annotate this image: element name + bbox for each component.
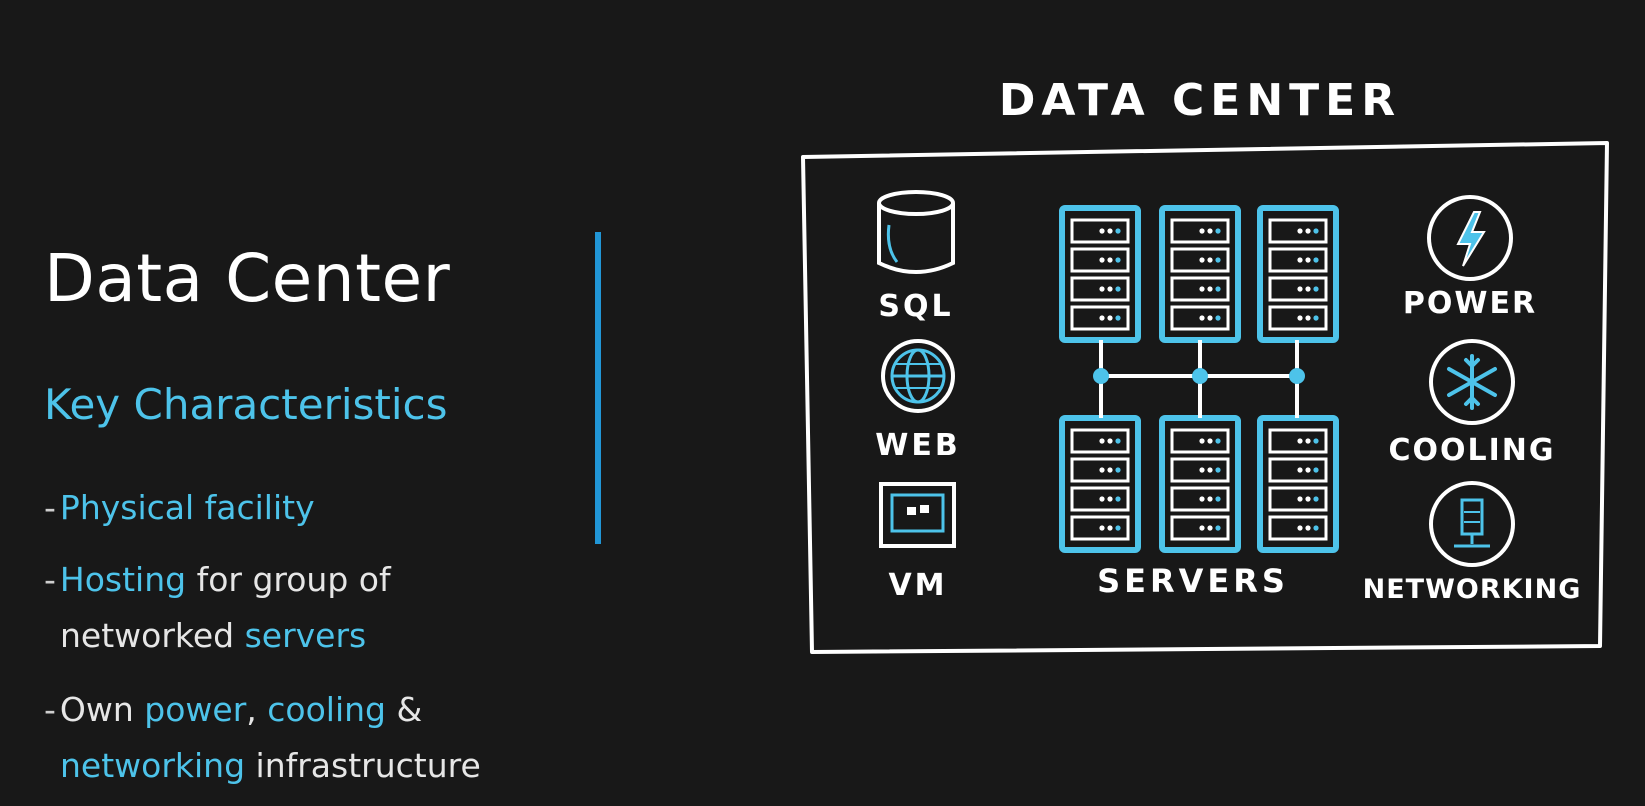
slide-title: Data Center bbox=[44, 240, 451, 317]
sql-label: SQL bbox=[878, 289, 953, 324]
server-rack-icon bbox=[1257, 205, 1339, 343]
vertical-divider bbox=[595, 232, 601, 544]
cooling-label: COOLING bbox=[1388, 433, 1555, 468]
highlighted-term: Hosting bbox=[59, 560, 187, 599]
bullet-text: , bbox=[246, 690, 268, 729]
globe-icon bbox=[881, 339, 955, 413]
power-label: POWER bbox=[1403, 286, 1537, 321]
bullet-dash: - bbox=[44, 488, 56, 527]
highlighted-term: cooling bbox=[267, 690, 387, 729]
bullet-item: -Own power, cooling & networking infrastr… bbox=[44, 682, 481, 794]
diagram-heading: DATA CENTER bbox=[999, 75, 1401, 126]
interconnect-nodes bbox=[1093, 368, 1305, 384]
bullet-text: infrastructure bbox=[245, 746, 481, 785]
bullet-text: networked bbox=[60, 616, 245, 655]
data-center-box bbox=[801, 141, 1609, 654]
server-rack-icon bbox=[1159, 415, 1241, 553]
highlighted-term: servers bbox=[244, 616, 367, 655]
web-label: WEB bbox=[875, 428, 960, 463]
server-rack-icon bbox=[1159, 205, 1241, 343]
bullet-item: -Physical facility bbox=[44, 480, 315, 536]
bullet-text: for group of bbox=[186, 560, 391, 599]
server-rack-icon bbox=[1059, 205, 1141, 343]
bullet-text: & bbox=[386, 690, 423, 729]
bullet-continuation: networking infrastructure bbox=[44, 738, 481, 794]
lightning-icon bbox=[1427, 195, 1513, 281]
server-rack-icon bbox=[1257, 415, 1339, 553]
bullet-dash: - bbox=[44, 560, 56, 599]
snowflake-icon bbox=[1429, 339, 1515, 425]
bullet-text: Own bbox=[59, 690, 145, 729]
highlighted-term: networking bbox=[60, 746, 246, 785]
vm-icon bbox=[879, 482, 956, 548]
bullet-dash: - bbox=[44, 690, 56, 729]
database-icon bbox=[877, 190, 955, 274]
network-server-icon bbox=[1429, 481, 1515, 567]
slide-subtitle: Key Characteristics bbox=[44, 380, 448, 429]
servers-label: SERVERS bbox=[1097, 562, 1289, 600]
highlighted-term: power bbox=[144, 690, 247, 729]
server-rack-icon bbox=[1059, 415, 1141, 553]
highlighted-term: Physical facility bbox=[59, 488, 315, 527]
vm-label: VM bbox=[888, 568, 947, 603]
bullet-item: -Hosting for group of networked servers bbox=[44, 552, 391, 664]
bullet-continuation: networked servers bbox=[44, 608, 366, 664]
networking-label: NETWORKING bbox=[1363, 574, 1582, 605]
